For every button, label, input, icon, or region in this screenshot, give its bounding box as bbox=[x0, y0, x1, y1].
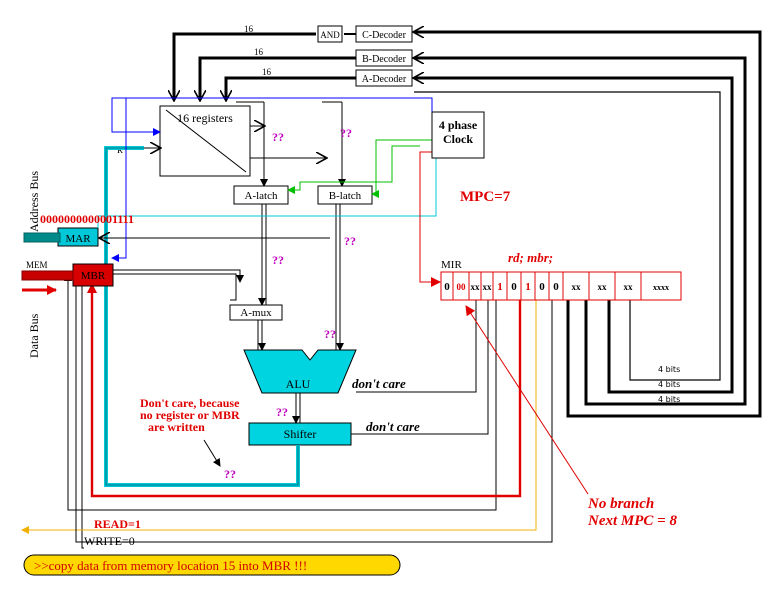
branch-arrow bbox=[465, 305, 589, 495]
note-line-3: are written bbox=[148, 420, 205, 434]
data-bus-stub bbox=[21, 270, 74, 281]
note-line-2: no register or MBR bbox=[140, 408, 240, 422]
a-mux bbox=[229, 304, 283, 321]
clock-label-2: Clock bbox=[443, 132, 473, 146]
mir-field-value: 0 bbox=[553, 281, 559, 293]
a-decoder bbox=[355, 69, 413, 87]
read-signal-wire bbox=[21, 292, 537, 534]
mir-field-value: 0 bbox=[539, 281, 545, 293]
mpc-value: MPC=7 bbox=[460, 189, 511, 205]
latch-output-wires bbox=[257, 204, 344, 351]
b-latch-label: B-latch bbox=[329, 190, 362, 202]
shifter-label: Shifter bbox=[284, 427, 317, 441]
unknown-mar-in: ?? bbox=[344, 234, 356, 248]
c-decoder-label: C-Decoder bbox=[362, 30, 407, 41]
bits-label-b: 4 bits bbox=[658, 380, 680, 389]
mir-field-value: xx bbox=[598, 282, 608, 292]
register-file-label: 16 registers bbox=[177, 111, 233, 125]
bus-width-c-label: 16 bbox=[244, 24, 254, 34]
mar-label: MAR bbox=[65, 233, 91, 245]
and-gate-label: AND bbox=[320, 30, 340, 40]
unknown-c-bus: ?? bbox=[224, 467, 236, 481]
mir-field-value: 00 bbox=[457, 282, 467, 292]
a-decoder-label: A-Decoder bbox=[362, 74, 407, 85]
write-label: WRITE=0 bbox=[84, 534, 135, 548]
b-decoder bbox=[355, 49, 413, 67]
mir-label: MIR bbox=[441, 259, 462, 271]
bits-label-a: 4 bits bbox=[658, 395, 680, 404]
clock-label-1: 4 phase bbox=[439, 118, 478, 132]
mir-field-value: xx bbox=[624, 282, 634, 292]
clock-to-latches-wires bbox=[287, 139, 432, 198]
note-line-1: Don't care, because bbox=[140, 396, 240, 410]
mbr-to-amux-wires bbox=[113, 269, 244, 301]
branch-line-2: Next MPC = 8 bbox=[587, 513, 677, 529]
four-phase-clock bbox=[431, 111, 485, 159]
register-output-wires bbox=[236, 101, 346, 187]
read-control-red-wire bbox=[87, 283, 522, 498]
bus-width-b-label: 16 bbox=[254, 47, 264, 57]
mir-field-value: xxxx bbox=[653, 283, 669, 292]
mir-field-value: 0 bbox=[444, 281, 450, 293]
unknown-amux-in: ?? bbox=[272, 253, 284, 267]
mir-field-value: 1 bbox=[525, 281, 531, 293]
branch-line-1: No branch bbox=[587, 496, 654, 512]
clock-to-mar-wire bbox=[97, 150, 437, 228]
a-mux-label: A-mux bbox=[240, 307, 272, 319]
decoder-feedback-wires bbox=[414, 32, 762, 418]
unknown-alu-out: ?? bbox=[276, 405, 288, 419]
write-signal-wire bbox=[75, 282, 553, 543]
alu-dont-care: don't care bbox=[352, 376, 406, 391]
mir-field-value: 0 bbox=[511, 281, 517, 293]
data-bus-label: Data Bus bbox=[27, 313, 41, 358]
mbr-label: MBR bbox=[81, 270, 106, 282]
alu bbox=[243, 349, 357, 394]
bits-label-c: 4 bits bbox=[658, 365, 680, 374]
and-gate bbox=[317, 25, 343, 43]
a-latch bbox=[233, 185, 289, 205]
mir-field-cell bbox=[640, 271, 682, 301]
decoder-to-registers-wires bbox=[174, 32, 356, 100]
address-bus-label: Address Bus bbox=[27, 171, 41, 232]
rd-mbr-label: rd; mbr; bbox=[508, 250, 553, 265]
summary-text: >>copy data from memory location 15 into… bbox=[34, 558, 307, 573]
alu-label: ALU bbox=[286, 377, 311, 391]
shifter-dont-care: don't care bbox=[366, 419, 420, 434]
register-file-diagonal bbox=[165, 109, 247, 173]
a-latch-label: A-latch bbox=[245, 190, 278, 202]
b-decoder-label: B-Decoder bbox=[362, 54, 407, 65]
clock-to-mar-mbr-wires bbox=[111, 97, 433, 262]
mir-field-value: xx bbox=[471, 282, 481, 292]
address-value: 0000000000001111 bbox=[40, 212, 134, 226]
summary-banner bbox=[23, 554, 401, 576]
mir-field-value: 1 bbox=[497, 281, 503, 293]
bus-width-a-label: 16 bbox=[262, 67, 272, 77]
mem-label: MEM bbox=[26, 260, 48, 270]
mir-field-value: xx bbox=[483, 282, 493, 292]
clock-to-mir-wire bbox=[419, 151, 441, 287]
address-bus-stub bbox=[23, 232, 61, 243]
c-decoder bbox=[355, 25, 413, 43]
note-arrow bbox=[203, 439, 221, 467]
mir-field-value: xx bbox=[572, 282, 582, 292]
unknown-register-out: ?? bbox=[272, 130, 284, 144]
read-label: READ=1 bbox=[94, 517, 141, 531]
unknown-b-in: ?? bbox=[340, 126, 352, 140]
register-file bbox=[159, 105, 251, 177]
unknown-alu-b-in: ?? bbox=[324, 327, 336, 341]
